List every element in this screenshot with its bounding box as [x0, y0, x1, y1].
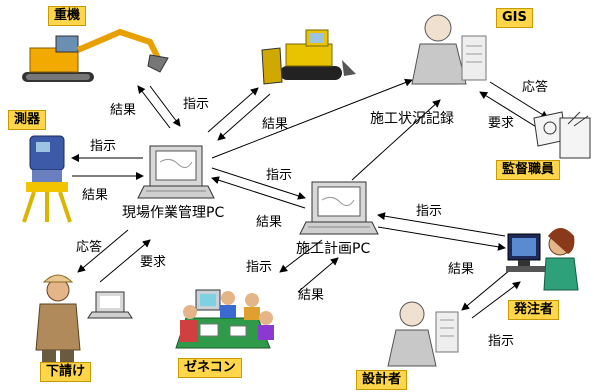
tag-subcontractor: 下請け	[40, 362, 92, 382]
flow-machinery-result: 結果	[110, 103, 137, 118]
tag-orderer: 発注者	[508, 300, 560, 320]
site-pc-icon	[137, 145, 215, 199]
tag-heavy-machinery: 重機	[48, 6, 87, 26]
connector-arrows	[71, 78, 549, 319]
arrow-site-to-subcontractor	[77, 229, 129, 273]
orderer-icon	[506, 228, 579, 291]
arrow-site-to-bulldozer	[207, 87, 259, 133]
arrow-subcontractor-to-site	[99, 239, 151, 283]
flow-orderer-instruction: 指示	[416, 204, 443, 219]
bulldozer-icon	[261, 29, 356, 85]
flow-gis-response: 応答	[522, 80, 549, 95]
gis-operator-icon	[411, 14, 487, 85]
flow-contractor-result: 結果	[298, 288, 325, 303]
flow-machinery-instruction: 指示	[183, 97, 210, 112]
flow-survey-instruction: 指示	[90, 139, 117, 154]
tag-supervisor: 監督職員	[496, 160, 561, 180]
flow-gis-request: 要求	[488, 116, 515, 131]
flow-orderer-result: 結果	[448, 262, 475, 277]
planning-pc-label: 施工計画PC	[296, 241, 371, 257]
meeting-icon	[175, 289, 274, 349]
flow-subcontractor-response: 応答	[76, 240, 103, 255]
planning-pc-icon	[299, 181, 379, 235]
flow-site-planning-result: 結果	[256, 215, 283, 230]
flow-designer-instruction: 指示	[488, 334, 515, 349]
tag-gis: GIS	[496, 8, 533, 28]
arrow-gc-to-planning	[297, 257, 339, 293]
tag-designer: 設計者	[356, 370, 408, 390]
flow-survey-result: 結果	[82, 188, 109, 203]
arrow-site-to-excavator	[137, 85, 171, 129]
arrow-site-to-gis	[211, 78, 413, 159]
flow-construction-record: 施工状況記録	[370, 111, 454, 127]
flow-bulldozer-result: 結果	[262, 117, 289, 132]
arrow-orderer-to-planning	[377, 212, 506, 237]
arrow-gis-to-supervisor	[489, 81, 549, 119]
arrow-bulldozer-to-site	[217, 93, 271, 141]
arrow-planning-to-orderer	[377, 226, 506, 251]
survey-instrument-icon	[22, 135, 72, 223]
arrow-designer-to-orderer	[471, 281, 521, 319]
arrow-planning-to-gc	[279, 239, 323, 273]
site-pc-label: 現場作業管理PC	[122, 205, 225, 221]
flow-contractor-instruction: 指示	[246, 260, 273, 275]
arrow-planning-to-gis	[351, 99, 441, 181]
arrow-supervisor-to-gis	[479, 91, 539, 129]
arrow-site-to-planning	[211, 167, 306, 200]
arrow-orderer-to-designer	[461, 269, 511, 311]
supervisor-icon	[533, 111, 591, 159]
worker-icon	[35, 274, 133, 364]
tag-general-contractor: ゼネコン	[178, 358, 242, 378]
designer-icon	[387, 301, 459, 367]
excavator-icon	[22, 28, 169, 82]
arrow-excavator-to-site	[149, 85, 181, 127]
flow-site-planning-instruction: 指示	[266, 168, 293, 183]
tag-surveying: 測器	[8, 110, 47, 130]
arrow-planning-to-site	[211, 176, 306, 209]
flow-subcontractor-request: 要求	[140, 255, 167, 270]
